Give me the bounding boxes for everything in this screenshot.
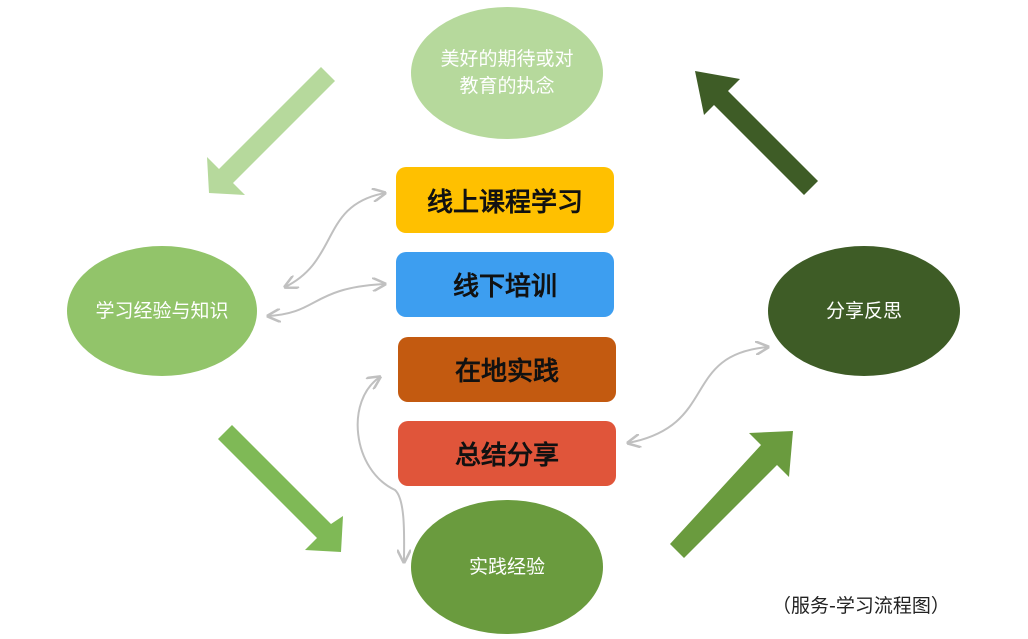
node-expectation: 美好的期待或对 教育的执念	[411, 7, 603, 139]
step-offline-training: 线下培训	[396, 252, 614, 317]
node-learning-knowledge: 学习经验与知识	[67, 246, 257, 376]
connector-practice-to-bottom	[356, 377, 404, 562]
node-learning-knowledge-label: 学习经验与知识	[95, 299, 229, 322]
node-practice-experience-label: 实践经验	[468, 555, 545, 578]
node-expectation-line1: 美好的期待或对	[440, 48, 574, 70]
step-field-practice: 在地实践	[398, 337, 616, 402]
step-summary-sharing-label: 总结分享	[454, 441, 559, 471]
node-sharing-reflection: 分享反思	[768, 246, 960, 376]
arrow-bottom-to-right	[670, 431, 793, 558]
step-summary-sharing: 总结分享	[398, 421, 616, 486]
step-online-course: 线上课程学习	[396, 167, 614, 233]
node-sharing-reflection-label: 分享反思	[825, 299, 902, 322]
arrow-right-to-top	[695, 71, 818, 195]
diagram-caption: （服务-学习流程图）	[772, 595, 950, 617]
connector-left-to-online	[285, 193, 385, 287]
node-expectation-line2: 教育的执念	[459, 75, 555, 97]
node-practice-experience: 实践经验	[411, 500, 603, 634]
step-online-course-label: 线上课程学习	[426, 187, 583, 218]
connector-share-to-right	[628, 347, 768, 443]
step-offline-training-label: 线下培训	[452, 272, 557, 302]
arrow-left-to-bottom	[218, 425, 343, 552]
connector-left-to-offline	[268, 284, 385, 316]
step-field-practice-label: 在地实践	[454, 357, 559, 387]
arrow-top-to-left	[207, 67, 335, 195]
